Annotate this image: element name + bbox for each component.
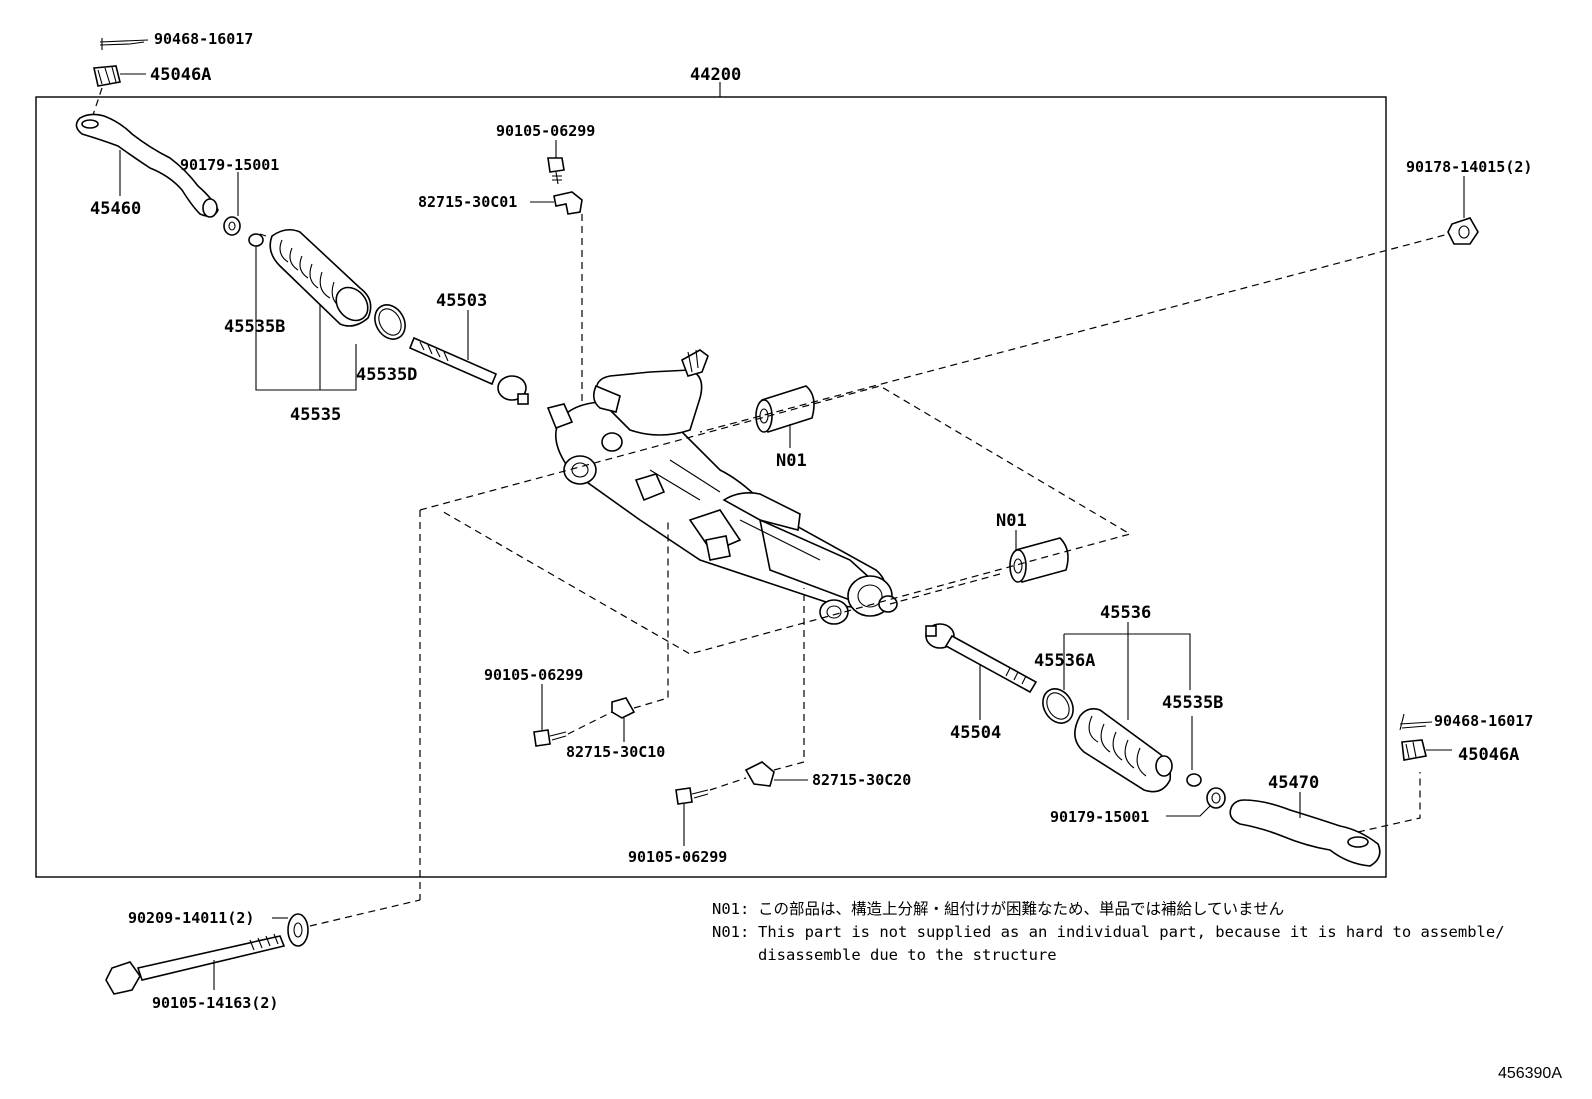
label-45470: 45470 [1268,773,1319,793]
lock-nut-right-icon [1206,787,1226,809]
label-N01-b: N01 [996,511,1027,531]
label-90105-06299-mid: 90105-06299 [484,666,583,684]
label-44200: 44200 [690,65,741,85]
note-text: This part is not supplied as an individu… [758,923,1505,964]
label-90468-16017-tl: 90468-16017 [154,30,253,48]
label-45536A: 45536A [1034,651,1095,671]
notes-block: N01: この部品は、構造上分解・組付けが困難なため、単品では補給していません … [712,898,1572,967]
long-bolt-icon [105,933,286,995]
label-90105-06299-bot: 90105-06299 [628,848,727,866]
label-82715-30C01: 82715-30C01 [418,193,517,211]
castle-nut-icon [93,65,121,87]
lock-nut-icon [223,216,241,236]
label-45536: 45536 [1100,603,1151,623]
label-90178-14015: 90178-14015(2) [1406,158,1532,176]
label-90105-14163: 90105-14163(2) [152,994,278,1012]
tie-rod-end-right-icon [1229,799,1381,867]
label-45535: 45535 [290,405,341,425]
bracket-icon [553,191,583,215]
note-tag: N01: [712,923,750,941]
bushing-upper-icon [755,385,815,433]
rack-boot-right-icon [1074,708,1173,793]
hex-nut-icon [1447,217,1479,245]
bolt-mid-icon [533,729,567,747]
castle-nut-right-icon [1401,739,1427,761]
label-82715-30C20: 82715-30C20 [812,771,911,789]
label-45535B-l: 45535B [224,317,285,337]
label-90209-14011: 90209-14011(2) [128,909,254,927]
label-90179-15001-tl: 90179-15001 [180,156,279,174]
label-45535B-r: 45535B [1162,693,1223,713]
inner-tie-rod-right-icon [925,623,1038,694]
cotter-pin-icon [99,38,149,50]
label-45535D: 45535D [356,365,417,385]
tie-rod-end-left-icon [75,113,219,218]
note-tag: N01: [712,900,750,918]
label-45046A-r: 45046A [1458,745,1519,765]
label-82715-30C10: 82715-30C10 [566,743,665,761]
label-90105-06299-top: 90105-06299 [496,122,595,140]
rack-boot-left-icon [269,228,372,327]
note-japanese: N01: この部品は、構造上分解・組付けが困難なため、単品では補給していません [712,898,1572,921]
bracket-mid-icon [611,697,636,719]
note-english: N01: This part is not supplied as an ind… [712,921,1572,967]
label-90468-16017-r: 90468-16017 [1434,712,1533,730]
label-90179-15001-r: 90179-15001 [1050,808,1149,826]
assembly-frame [35,96,1387,878]
bolt-bottom-icon [675,787,709,805]
bushing-lower-icon [1009,537,1069,583]
label-45503: 45503 [436,291,487,311]
band-clamp-right-icon [1042,688,1074,724]
note-text: この部品は、構造上分解・組付けが困難なため、単品では補給していません [758,900,1285,918]
washer-icon [287,913,309,947]
steering-rack-housing-icon [546,349,898,625]
label-45460: 45460 [90,199,141,219]
bracket-bottom-icon [744,761,775,787]
clamp-icon [248,233,267,247]
inner-tie-rod-left-icon [408,336,529,405]
clamp-right-icon [1186,773,1202,787]
bolt-icon [547,157,565,185]
label-N01-a: N01 [776,451,807,471]
label-45046A-tl: 45046A [150,65,211,85]
band-clamp-icon [374,304,406,340]
label-45504: 45504 [950,723,1001,743]
figure-code: 456390A [1497,1065,1562,1082]
cotter-pin-right-icon [1399,713,1433,731]
